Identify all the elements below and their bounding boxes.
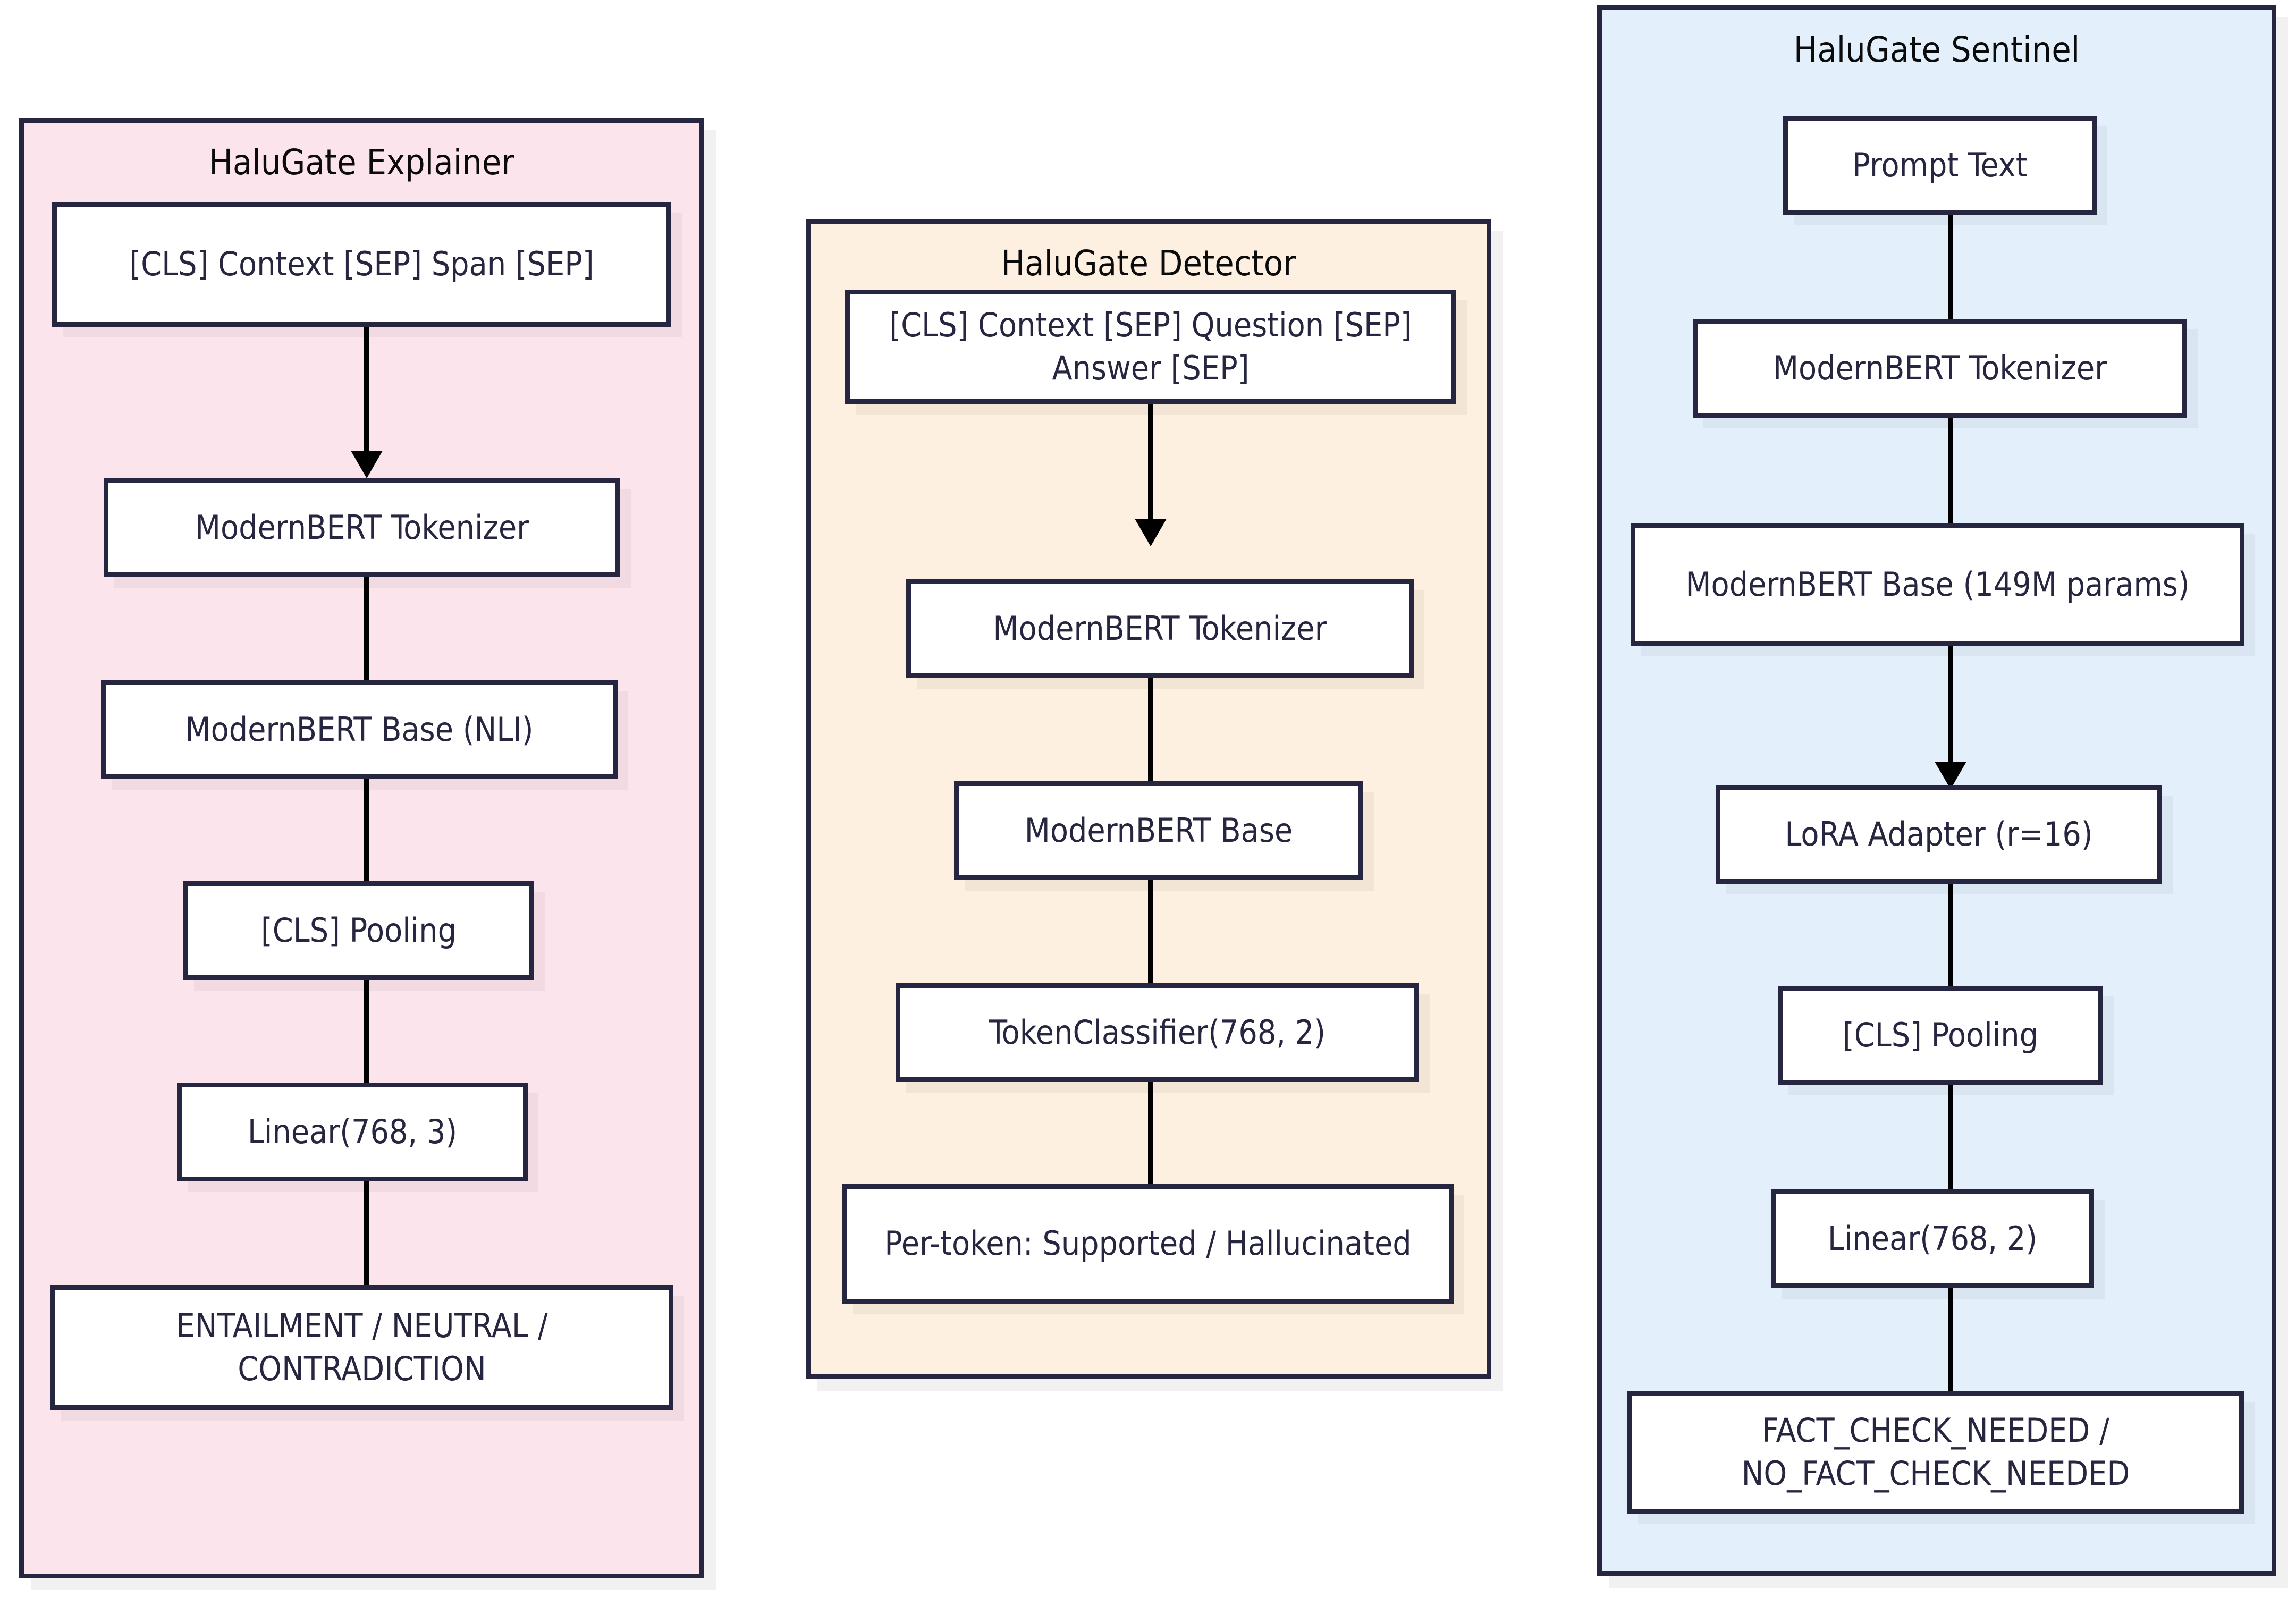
node-det-tokenizer: ModernBERT Tokenizer [906,579,1414,678]
arrow-det-input-to-tok [1135,404,1167,546]
node-sen-output: FACT_CHECK_NEEDED / NO_FACT_CHECK_NEEDED [1627,1391,2244,1514]
node-sen-cls-pooling: [CLS] Pooling [1778,986,2103,1085]
node-det-input: [CLS] Context [SEP] Question [SEP] Answe… [845,290,1456,404]
node-det-token-classifier: TokenClassifier(768, 2) [896,983,1419,1082]
node-det-base: ModernBERT Base [954,781,1363,880]
arrow-sen-base-to-lora [1935,646,1966,789]
node-exp-tokenizer: ModernBERT Tokenizer [104,478,620,577]
node-exp-linear: Linear(768, 3) [177,1083,528,1181]
cluster-title-sentinel: HaluGate Sentinel [1793,29,2080,70]
arrow-exp-input-to-tok [351,327,383,478]
node-sen-lora-adapter: LoRA Adapter (r=16) [1716,785,2162,884]
node-exp-output: ENTAILMENT / NEUTRAL / CONTRADICTION [50,1285,673,1410]
cluster-title-detector: HaluGate Detector [1001,243,1296,284]
node-sen-prompt-text: Prompt Text [1783,116,2097,215]
node-exp-input: [CLS] Context [SEP] Span [SEP] [52,202,671,327]
node-sen-tokenizer: ModernBERT Tokenizer [1693,319,2187,418]
node-exp-cls-pooling: [CLS] Pooling [183,881,534,980]
node-exp-base-nli: ModernBERT Base (NLI) [101,680,618,779]
node-det-output: Per-token: Supported / Hallucinated [842,1184,1454,1304]
cluster-title-explainer: HaluGate Explainer [209,142,514,183]
node-sen-base: ModernBERT Base (149M params) [1631,523,2244,646]
node-sen-linear: Linear(768, 2) [1771,1189,2094,1288]
